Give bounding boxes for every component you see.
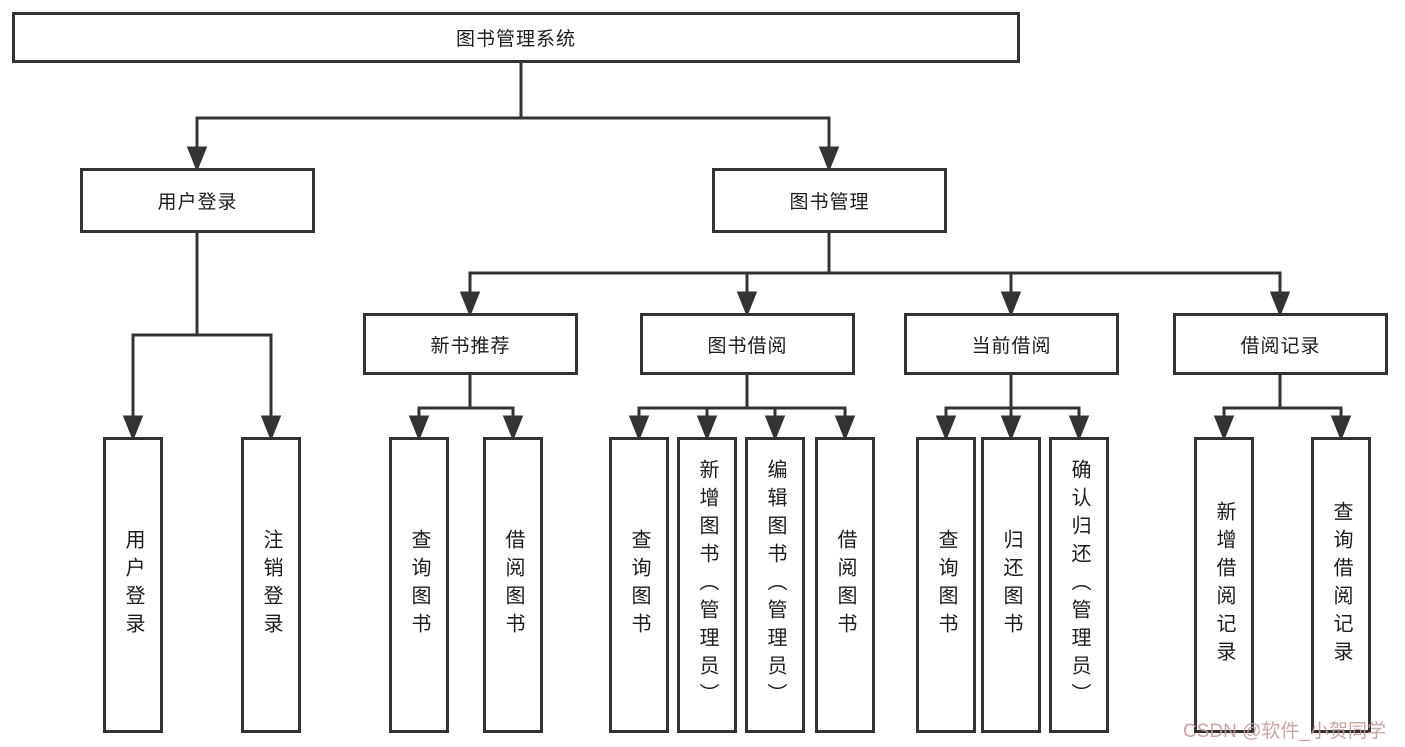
node-book-borrowing-label: 图书借阅: [707, 335, 788, 357]
arrowhead-book-mgmt: [818, 146, 840, 173]
arrowhead-leaf: [834, 415, 856, 442]
arrowhead-leaf: [1213, 415, 1235, 442]
leaf-logout: 注销登录: [241, 437, 301, 733]
connector-new-book-children: [408, 375, 524, 442]
arrowhead-leaf: [1068, 415, 1090, 442]
leaf-user-login-label: 用户登录: [122, 529, 144, 641]
leaf-logout-label: 注销登录: [260, 529, 282, 641]
leaf-query-books-2-label: 查询图书: [628, 529, 650, 641]
arrowhead-current-borrow: [1000, 291, 1022, 318]
leaf-borrow-books-1: 借阅图书: [483, 437, 543, 733]
connector-user-login-children: [122, 233, 282, 442]
arrowhead-leaf: [502, 415, 524, 442]
leaf-query-books-3-label: 查询图书: [935, 529, 957, 641]
leaf-add-borrow-record-label: 新增借阅记录: [1213, 501, 1235, 669]
arrowhead-leaf: [408, 415, 430, 442]
connector-book-borrow-children: [628, 375, 856, 442]
node-new-book-recommend: 新书推荐: [363, 313, 578, 375]
leaf-confirm-return-admin-label: 确认归还（管理员）: [1068, 459, 1090, 711]
node-current-borrowing: 当前借阅: [904, 313, 1119, 375]
arrowhead-leaf: [935, 415, 957, 442]
node-borrowing-records: 借阅记录: [1173, 313, 1388, 375]
node-user-login-label: 用户登录: [157, 192, 238, 213]
leaf-add-books-admin-label: 新增图书（管理员）: [696, 459, 718, 711]
node-new-book-recommend-label: 新书推荐: [430, 335, 511, 357]
connector-root-to-level2: [186, 63, 840, 173]
leaf-edit-books-admin: 编辑图书（管理员）: [745, 437, 805, 733]
arrowhead-leaf: [764, 415, 786, 442]
arrowhead-leaf: [696, 415, 718, 442]
arrowhead-new-book: [459, 291, 481, 318]
leaf-borrow-books-2: 借阅图书: [815, 437, 875, 733]
leaf-query-books-2: 查询图书: [609, 437, 669, 733]
leaf-query-borrow-record-label: 查询借阅记录: [1330, 501, 1352, 669]
node-book-management: 图书管理: [712, 168, 947, 233]
leaf-query-books-1: 查询图书: [389, 437, 449, 733]
leaf-borrow-books-1-label: 借阅图书: [502, 529, 524, 641]
node-borrowing-records-label: 借阅记录: [1240, 335, 1321, 357]
leaf-query-borrow-record: 查询借阅记录: [1311, 437, 1371, 733]
node-book-borrowing: 图书借阅: [640, 313, 855, 375]
csdn-watermark: CSDN @软件_小贺同学: [1183, 721, 1386, 742]
leaf-confirm-return-admin: 确认归还（管理员）: [1049, 437, 1109, 733]
leaf-borrow-books-2-label: 借阅图书: [834, 529, 856, 641]
arrowhead-user-login: [186, 146, 208, 173]
arrowhead-leaf: [260, 415, 282, 442]
connector-borrow-record-children: [1213, 375, 1352, 442]
node-root-label: 图书管理系统: [455, 29, 576, 50]
leaf-edit-books-admin-label: 编辑图书（管理员）: [764, 459, 786, 711]
leaf-add-borrow-record: 新增借阅记录: [1194, 437, 1254, 733]
connector-book-mgmt-to-level3: [459, 233, 1291, 318]
node-current-borrowing-label: 当前借阅: [971, 335, 1052, 357]
leaf-user-login: 用户登录: [103, 437, 163, 733]
leaf-add-books-admin: 新增图书（管理员）: [677, 437, 737, 733]
arrowhead-borrow-record: [1269, 291, 1291, 318]
arrowhead-leaf: [122, 415, 144, 442]
node-root-library-system: 图书管理系统: [12, 12, 1020, 63]
arrowhead-book-borrow: [736, 291, 758, 318]
arrowhead-leaf: [1000, 415, 1022, 442]
node-book-management-label: 图书管理: [789, 192, 870, 213]
node-user-login: 用户登录: [80, 168, 315, 233]
arrowhead-leaf: [628, 415, 650, 442]
connector-current-borrow-children: [935, 375, 1090, 442]
arrowhead-leaf: [1330, 415, 1352, 442]
leaf-query-books-3: 查询图书: [916, 437, 976, 733]
leaf-return-books: 归还图书: [981, 437, 1041, 733]
leaf-query-books-1-label: 查询图书: [408, 529, 430, 641]
leaf-return-books-label: 归还图书: [1000, 529, 1022, 641]
